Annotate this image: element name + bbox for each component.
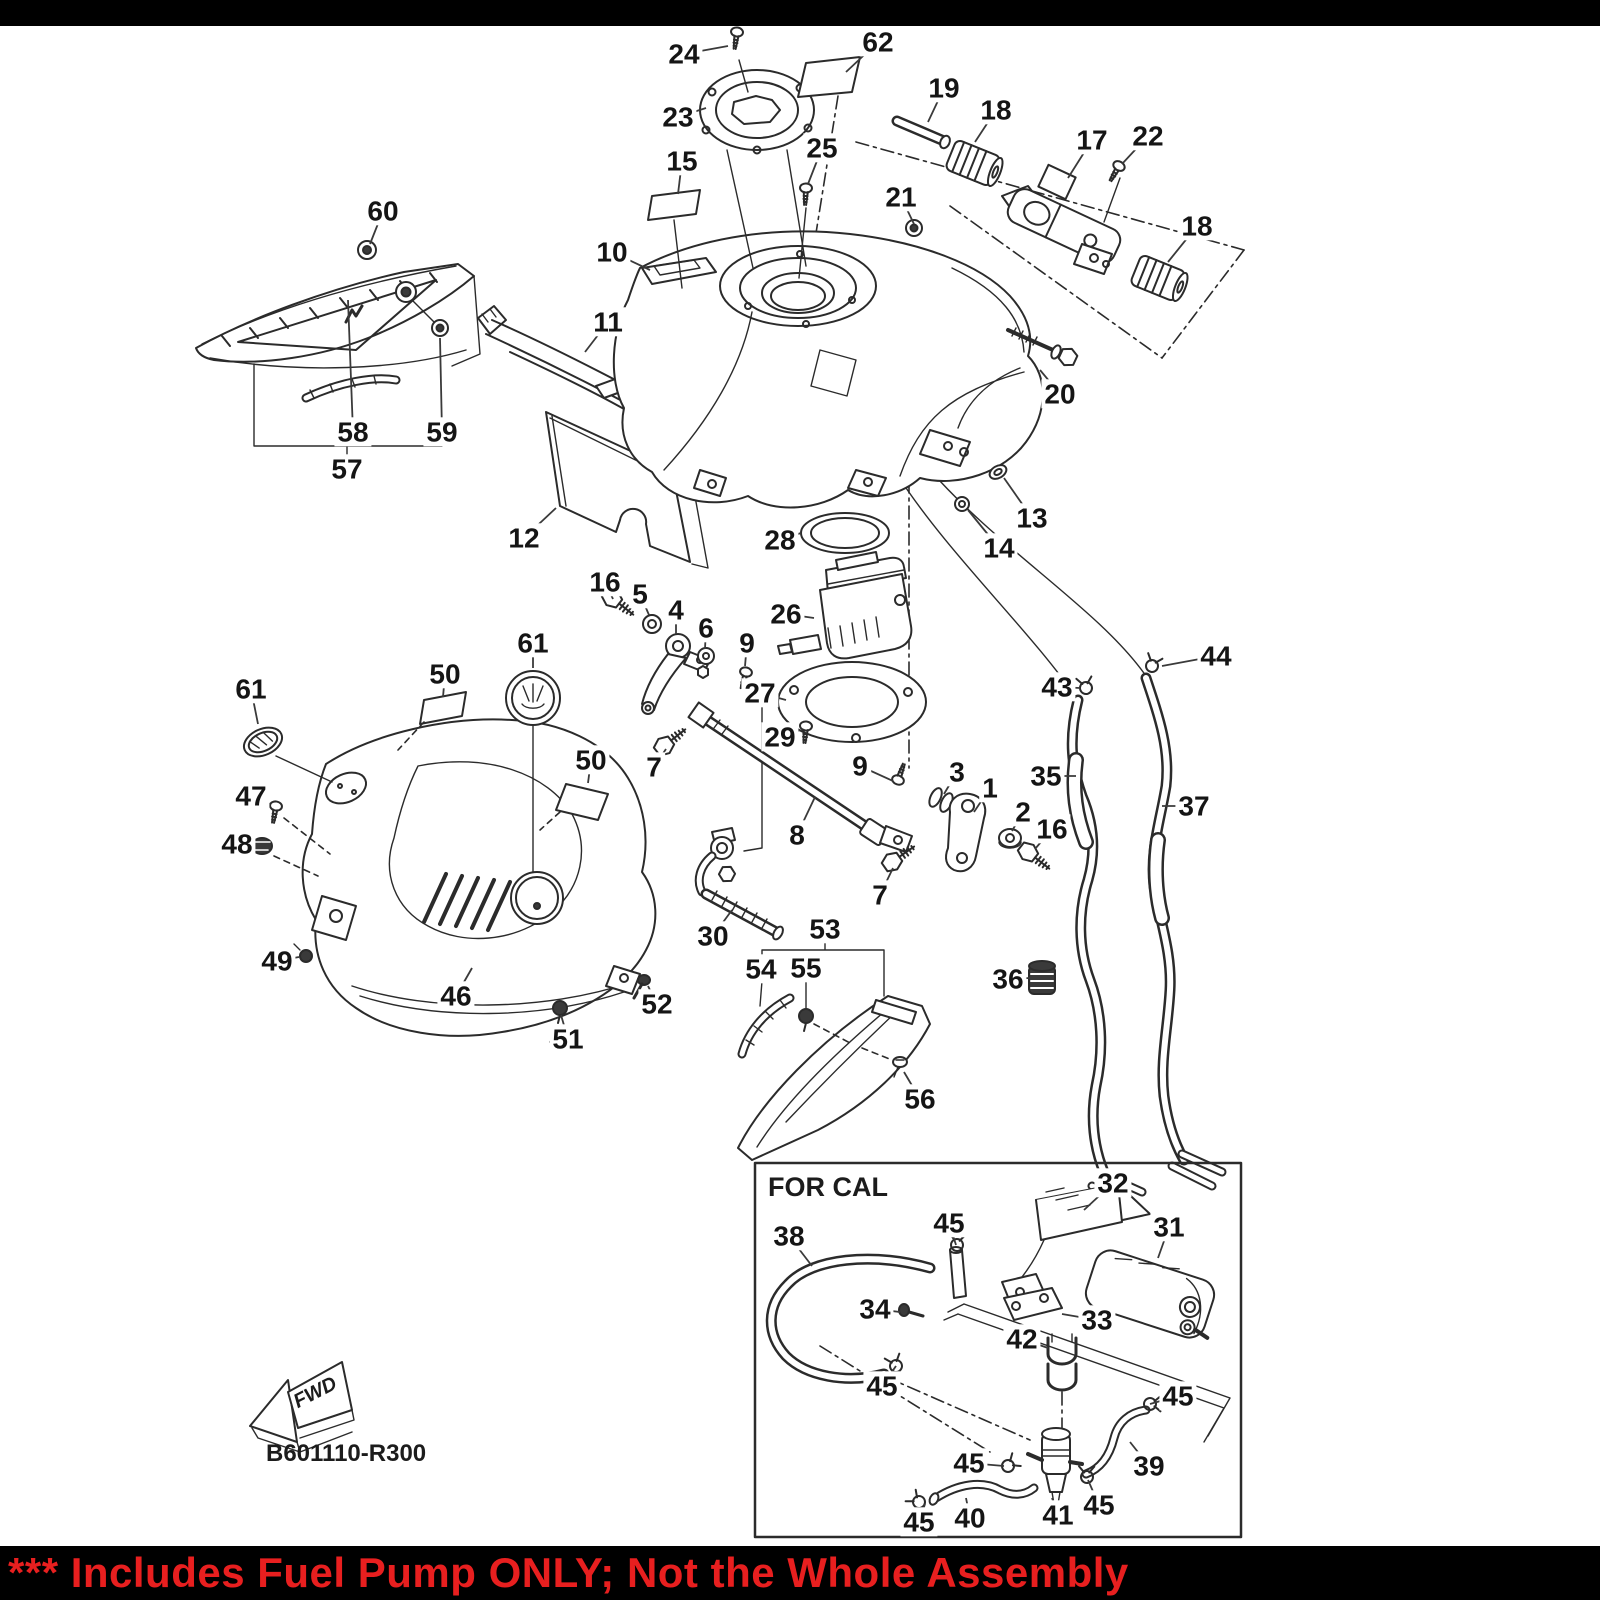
part-callout-49: 49 xyxy=(258,946,296,976)
part-callout-18: 18 xyxy=(1178,211,1216,241)
part-callout-45: 45 xyxy=(1080,1490,1118,1520)
fuel-rail-8-drawing xyxy=(687,701,913,853)
part-callout-53: 53 xyxy=(806,914,844,944)
part-callout-30: 30 xyxy=(694,921,732,951)
sticker-50-drawing xyxy=(397,691,609,831)
part-callout-45: 45 xyxy=(900,1507,938,1537)
part-callout-43: 43 xyxy=(1038,672,1076,702)
footer-disclaimer: *** Includes Fuel Pump ONLY; Not the Who… xyxy=(8,1549,1129,1596)
part-callout-42: 42 xyxy=(1003,1324,1041,1354)
valve-41-drawing xyxy=(1026,1427,1084,1505)
part-callout-40: 40 xyxy=(951,1503,989,1533)
part-callout-44: 44 xyxy=(1197,641,1235,671)
bracket-fasteners-drawing xyxy=(598,584,754,760)
part-callout-19: 19 xyxy=(925,73,963,103)
part-callout-41: 41 xyxy=(1039,1500,1077,1530)
part-callout-6: 6 xyxy=(695,613,717,643)
part-callout-15: 15 xyxy=(663,146,701,176)
part-callout-21: 21 xyxy=(882,182,920,212)
part-callout-55: 55 xyxy=(787,953,825,983)
sticker-62-drawing xyxy=(797,56,861,98)
part-callout-7: 7 xyxy=(869,880,891,910)
part-callout-50: 50 xyxy=(426,659,464,689)
part-callout-9: 9 xyxy=(736,628,758,658)
fuel-pump-26-drawing xyxy=(777,512,927,745)
part-callout-16: 16 xyxy=(586,567,624,597)
part-callout-46: 46 xyxy=(437,981,475,1011)
part-callout-26: 26 xyxy=(767,599,805,629)
part-callout-47: 47 xyxy=(232,781,270,811)
part-callout-25: 25 xyxy=(803,133,841,163)
part-callout-45: 45 xyxy=(863,1371,901,1401)
bottom-border-bar: *** Includes Fuel Pump ONLY; Not the Who… xyxy=(0,1546,1600,1600)
part-callout-36: 36 xyxy=(989,964,1027,994)
linkage-1-2-3-drawing xyxy=(878,760,1056,877)
part-callout-29: 29 xyxy=(761,722,799,752)
top-border-bar xyxy=(0,0,1600,26)
part-callout-39: 39 xyxy=(1130,1451,1168,1481)
part-callout-58: 58 xyxy=(334,417,372,447)
part-callout-18: 18 xyxy=(977,95,1015,125)
inset-title: FOR CAL xyxy=(768,1172,888,1202)
fuel-hose-30-drawing xyxy=(694,827,784,941)
part-callout-24: 24 xyxy=(665,39,703,69)
part-callout-23: 23 xyxy=(659,102,697,132)
part-callout-50: 50 xyxy=(572,745,610,775)
part-callout-35: 35 xyxy=(1027,761,1065,791)
part-callout-8: 8 xyxy=(786,820,808,850)
part-callout-45: 45 xyxy=(950,1448,988,1478)
part-callout-45: 45 xyxy=(1159,1381,1197,1411)
part-callout-34: 34 xyxy=(856,1294,894,1324)
part-callout-10: 10 xyxy=(593,237,631,267)
under-cover-53-drawing xyxy=(737,938,931,1161)
part-callout-14: 14 xyxy=(980,533,1018,563)
part-callout-62: 62 xyxy=(859,27,897,57)
part-callout-45: 45 xyxy=(930,1208,968,1238)
part-callout-4: 4 xyxy=(665,595,687,625)
part-callout-32: 32 xyxy=(1094,1168,1132,1198)
part-callout-37: 37 xyxy=(1175,791,1213,821)
part-callout-9: 9 xyxy=(849,751,871,781)
part-callout-11: 11 xyxy=(590,307,626,337)
part-callout-16: 16 xyxy=(1033,814,1071,844)
canister-31-drawing xyxy=(1084,1249,1216,1340)
part-callout-61: 61 xyxy=(514,628,552,658)
leader-line-58 xyxy=(347,299,354,433)
part-callout-17: 17 xyxy=(1073,125,1111,155)
part-callout-56: 56 xyxy=(901,1084,939,1114)
diagram-code: B601110-R300 xyxy=(266,1440,427,1467)
part-callout-52: 52 xyxy=(638,989,676,1019)
leader-line-59 xyxy=(439,337,443,433)
part-callout-27: 27 xyxy=(741,678,779,708)
part-callout-48: 48 xyxy=(218,829,256,859)
part-callout-22: 22 xyxy=(1129,121,1167,151)
part-callout-20: 20 xyxy=(1041,379,1079,409)
screw-25-drawing xyxy=(798,182,814,279)
side-cover-57-drawing xyxy=(195,240,481,459)
part-callout-13: 13 xyxy=(1013,503,1051,533)
sticker-15-drawing xyxy=(647,189,701,289)
part-callout-31: 31 xyxy=(1150,1212,1188,1242)
part-callout-33: 33 xyxy=(1078,1305,1116,1335)
part-callout-12: 12 xyxy=(505,523,543,553)
part-callout-7: 7 xyxy=(643,752,665,782)
heat-panel-12-drawing xyxy=(545,411,709,569)
part-callout-28: 28 xyxy=(761,525,799,555)
part-callout-61: 61 xyxy=(232,674,270,704)
part-callout-2: 2 xyxy=(1012,797,1034,827)
part-callout-38: 38 xyxy=(770,1221,808,1251)
part-callout-51: 51 xyxy=(549,1024,587,1054)
fuel-tank-drawing xyxy=(612,230,1044,509)
part-callout-1: 1 xyxy=(979,773,1001,803)
part-callout-57: 57 xyxy=(328,454,366,484)
fuel-sender-17-drawing xyxy=(891,115,1192,512)
part-callout-59: 59 xyxy=(423,417,461,447)
emblem-61-drawing xyxy=(242,670,561,873)
part-callout-3: 3 xyxy=(946,757,968,787)
part-callout-5: 5 xyxy=(629,579,651,609)
part-callout-60: 60 xyxy=(364,196,402,226)
part-callout-54: 54 xyxy=(742,954,780,984)
